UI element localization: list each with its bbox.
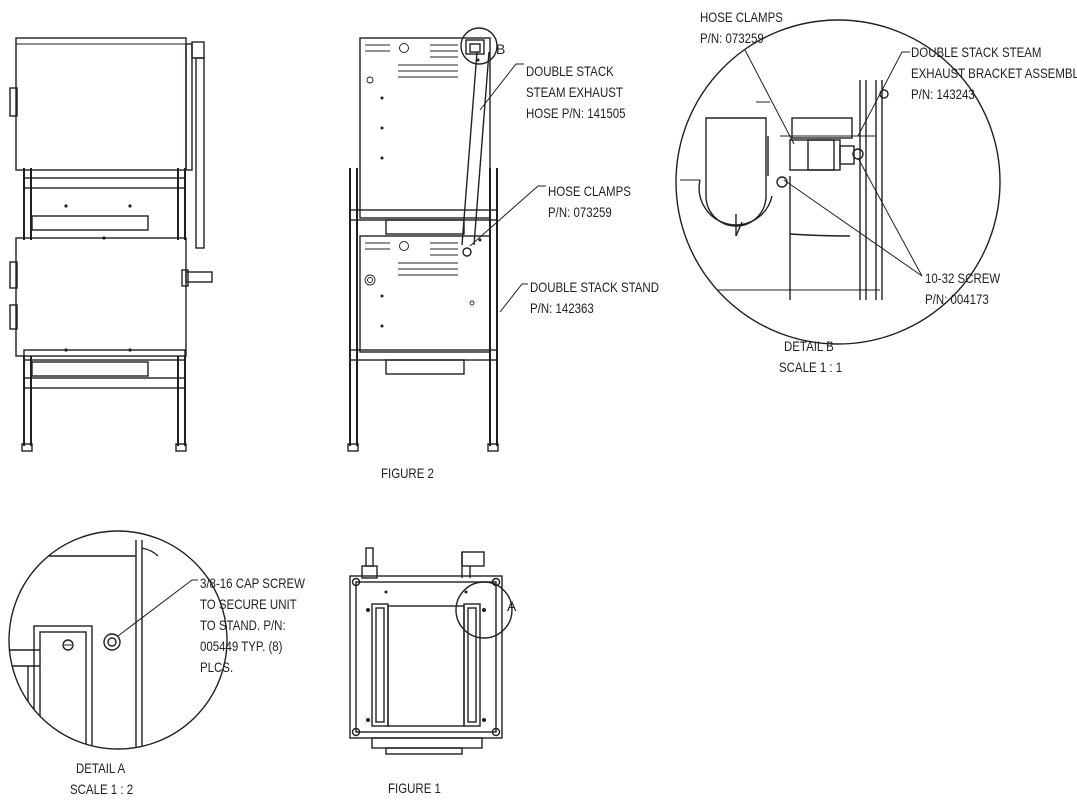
cap-screw-line-2: TO SECURE UNIT (200, 596, 297, 612)
figure-1-top-view (349, 547, 513, 755)
figure-1-caption: FIGURE 1 (388, 780, 441, 796)
detail-b-scale: SCALE 1 : 1 (779, 359, 842, 375)
exhaust-hose-label-line-3: HOSE P/N: 141505 (526, 105, 626, 121)
cap-screw-line-1: 3/8-16 CAP SCREW (200, 575, 306, 591)
stand-label-line-2: P/N: 142363 (530, 300, 594, 316)
cap-screw-line-3: TO STAND. P/N: (200, 617, 286, 633)
cap-screw-line-4: 005449 TYP. (8) (200, 638, 283, 654)
callout-hose-clamps-detail-b: HOSE CLAMPS P/N: 073259 (700, 9, 795, 145)
figure-2-caption: FIGURE 2 (381, 465, 434, 481)
callout-stand: DOUBLE STACK STAND P/N: 142363 (499, 279, 659, 316)
screw-10-32-line-2: P/N: 004173 (925, 291, 989, 307)
vent-slots-lower (398, 242, 458, 276)
hose-clamps-detail-b-line-2: P/N: 073259 (700, 30, 764, 46)
detail-b-marker: B (496, 41, 505, 57)
detail-a-view (8, 530, 228, 750)
hose-clamps-fig2-line-1: HOSE CLAMPS (548, 183, 631, 199)
bracket-assembly-line-2: EXHAUST BRACKET ASSEMBLY (911, 65, 1077, 81)
bracket-assembly-line-1: DOUBLE STACK STEAM (911, 44, 1042, 60)
callout-bracket-assembly: DOUBLE STACK STEAM EXHAUST BRACKET ASSEM… (857, 44, 1077, 137)
detail-a-title: DETAIL A (76, 760, 126, 776)
callout-cap-screw: 3/8-16 CAP SCREW TO SECURE UNIT TO STAND… (117, 575, 306, 675)
vent-slots-upper (398, 44, 458, 78)
callout-hose-clamps-fig2: HOSE CLAMPS P/N: 073259 (469, 183, 631, 247)
exhaust-hose-label-line-1: DOUBLE STACK (526, 63, 614, 79)
side-view (9, 37, 213, 452)
exhaust-hose-label-line-2: STEAM EXHAUST (526, 84, 623, 100)
hose-clamps-fig2-line-2: P/N: 073259 (548, 204, 612, 220)
cap-screw-line-5: PLCS. (200, 659, 233, 675)
detail-a-marker: A (507, 598, 517, 614)
stand-label-line-1: DOUBLE STACK STAND (530, 279, 659, 295)
detail-a-scale: SCALE 1 : 2 (70, 781, 133, 797)
callout-10-32-screw: 10-32 SCREW P/N: 004173 (783, 157, 1001, 307)
figure-2-front-view (347, 27, 499, 452)
bracket-assembly-line-3: P/N: 143243 (911, 86, 975, 102)
detail-b-title: DETAIL B (784, 338, 834, 354)
callout-exhaust-hose: DOUBLE STACK STEAM EXHAUST HOSE P/N: 141… (479, 63, 626, 121)
detail-b-view (675, 19, 1001, 345)
hose-clamps-detail-b-line-1: HOSE CLAMPS (700, 9, 783, 25)
screw-10-32-line-1: 10-32 SCREW (925, 270, 1001, 286)
